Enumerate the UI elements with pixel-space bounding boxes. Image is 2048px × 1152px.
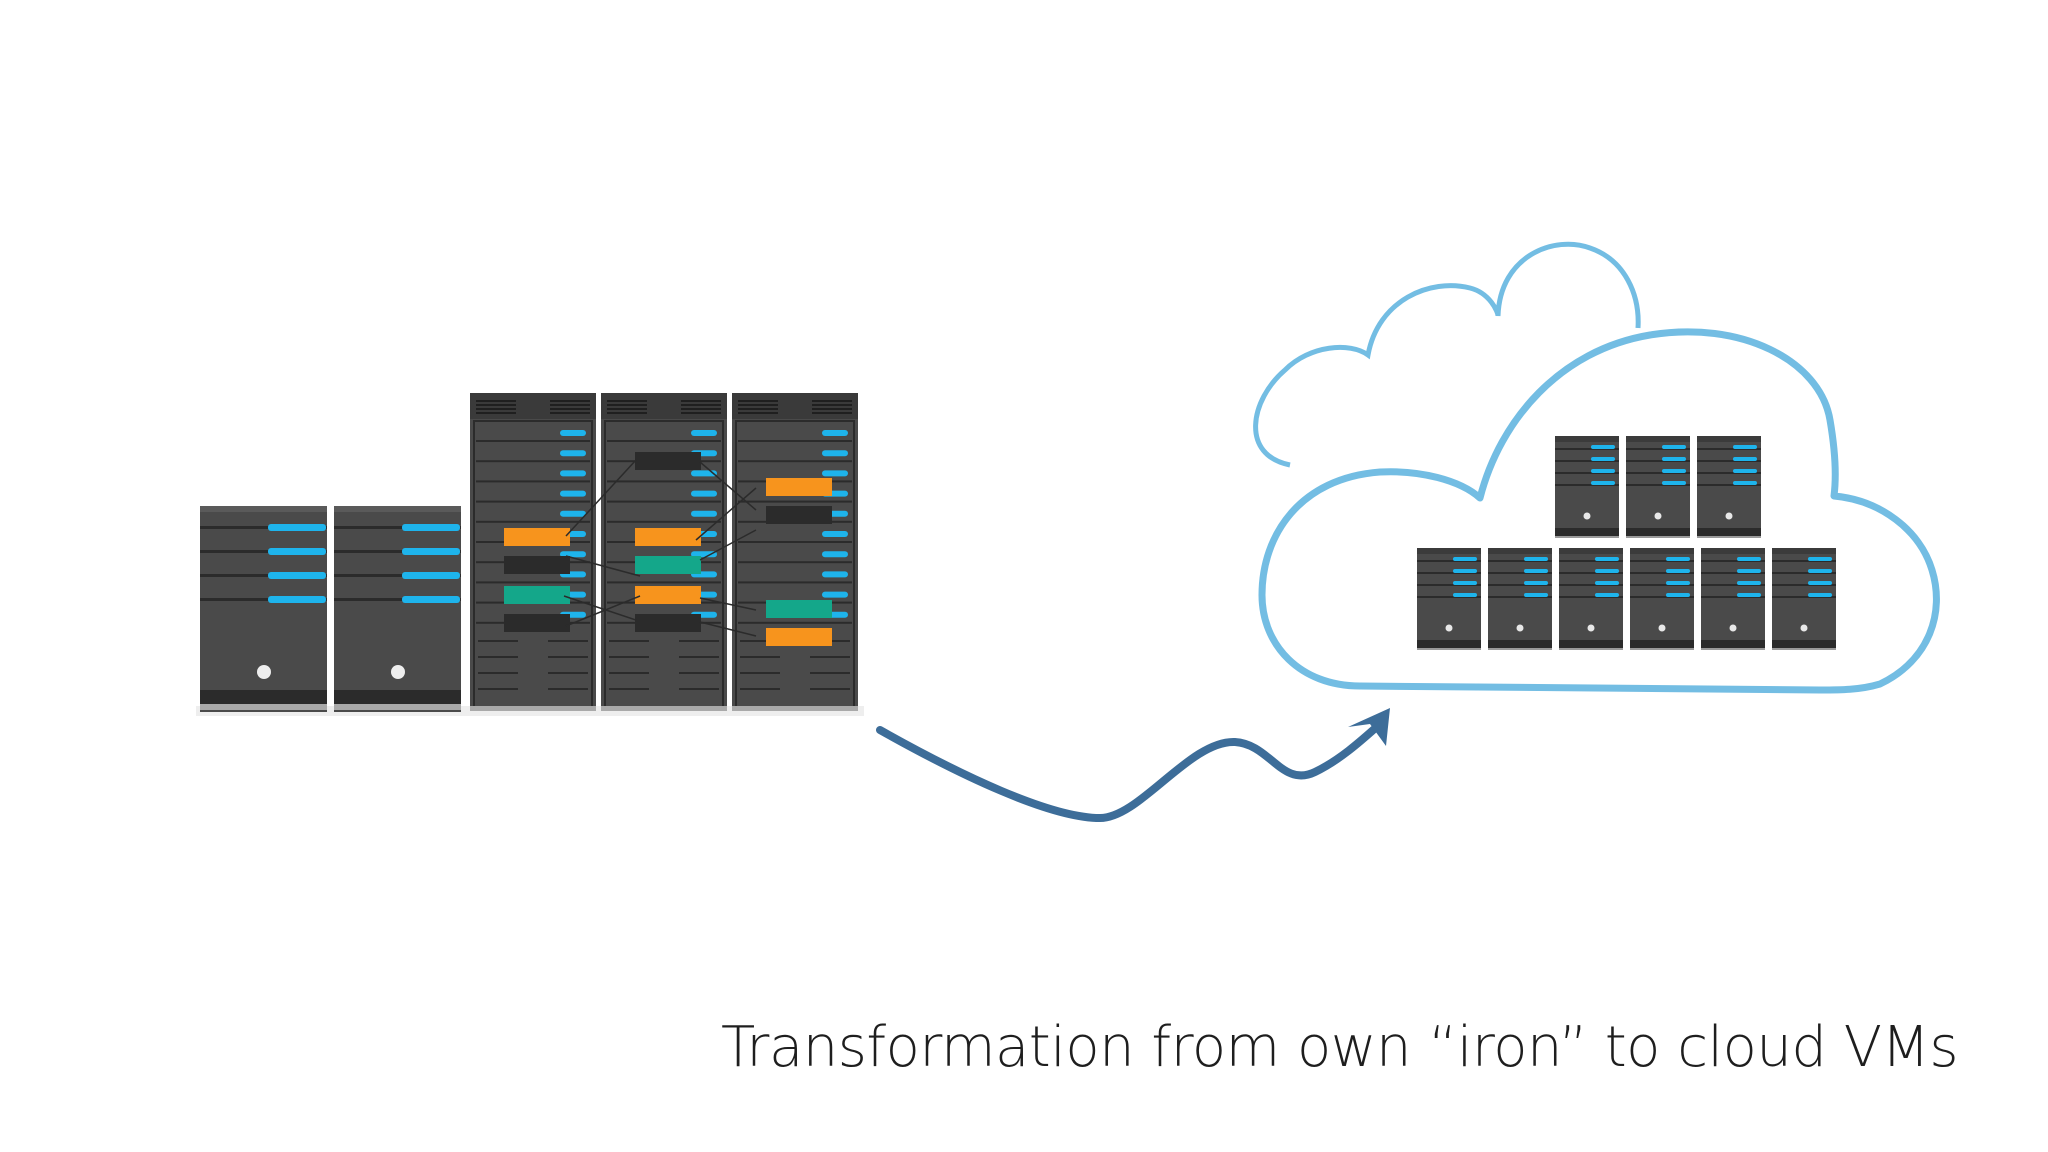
cloud-back-outline [1253, 241, 1641, 468]
rack-server-3 [732, 393, 858, 711]
power-button-icon [391, 665, 405, 679]
led-indicator [268, 548, 326, 555]
led-indicator [560, 450, 586, 457]
rack-server-1 [470, 393, 596, 711]
led-indicator [402, 524, 460, 531]
rack-servers [470, 393, 858, 711]
led-indicator [268, 572, 326, 579]
led-indicator [560, 510, 586, 517]
cloud-vm-server-icon [1417, 548, 1481, 650]
rack-module [635, 556, 701, 574]
rack-module [635, 614, 701, 632]
curved-arrow-icon [876, 720, 1384, 823]
cloud-vm-server-icon [1772, 548, 1836, 650]
rack-module [766, 478, 832, 496]
network-cables [563, 459, 757, 637]
led-indicator [822, 591, 848, 598]
cloud-vm-server-icon [1555, 436, 1619, 538]
led-indicator [691, 430, 717, 436]
cloud [1253, 241, 1940, 694]
led-indicator [691, 510, 717, 517]
arrowhead [1348, 708, 1390, 746]
led-indicator [822, 551, 848, 558]
led-indicator [402, 572, 460, 579]
rack-module [766, 600, 832, 618]
rack-module [766, 628, 832, 646]
led-indicator [822, 430, 848, 436]
slide-caption: Transformation from own “iron” to cloud … [720, 1015, 1959, 1080]
led-indicator [560, 430, 586, 436]
led-indicator [691, 490, 717, 497]
rack-module [504, 614, 570, 632]
rack-module [635, 586, 701, 604]
rack-module [504, 586, 570, 604]
led-indicator [560, 470, 586, 477]
rack-module [635, 528, 701, 546]
led-indicator [822, 531, 848, 537]
cloud-vm-server-icon [1697, 436, 1761, 538]
power-button-icon [257, 665, 271, 679]
cloud-vm-server-icon [1488, 548, 1552, 650]
led-indicator [402, 548, 460, 555]
cloud-vm-server-icon [1559, 548, 1623, 650]
led-indicator [691, 551, 717, 558]
led-indicator [268, 596, 326, 603]
led-indicator [560, 490, 586, 497]
cloud-vm-server-icon [1630, 548, 1694, 650]
rack-module [504, 528, 570, 546]
tower-server-2 [334, 506, 461, 712]
cloud-vm-server-icon [1701, 548, 1765, 650]
rack-server-2 [601, 393, 727, 711]
rack-module [635, 452, 701, 470]
led-indicator [402, 596, 460, 603]
cloud-vm-server-icon [1626, 436, 1690, 538]
on-premise-servers [196, 393, 864, 716]
migration-arrow [876, 708, 1390, 823]
led-indicator [822, 571, 848, 578]
led-indicator [822, 470, 848, 477]
led-indicator [822, 450, 848, 457]
tower-server-1 [200, 506, 327, 712]
rack-module [766, 506, 832, 524]
rack-module [504, 556, 570, 574]
led-indicator [268, 524, 326, 531]
